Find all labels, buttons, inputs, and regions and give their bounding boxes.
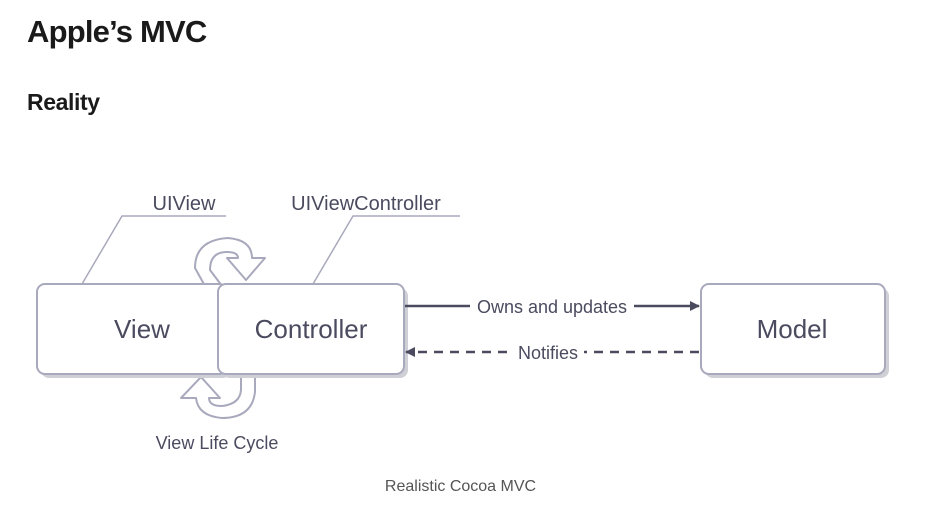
notifies-label: Notifies bbox=[518, 343, 578, 363]
notifies-edge: Notifies bbox=[405, 340, 699, 364]
life-cycle-top-arrow bbox=[194, 237, 266, 287]
controller-class-annotation: UIViewController bbox=[291, 193, 441, 215]
view-node: View bbox=[36, 283, 228, 375]
section-heading: Reality bbox=[27, 89, 100, 115]
view-class-annotation: UIView bbox=[153, 193, 217, 215]
owns-and-updates-edge: Owns and updates bbox=[405, 294, 700, 318]
controller-node-label: Controller bbox=[255, 314, 368, 344]
model-node: Model bbox=[700, 283, 886, 375]
life-cycle-bottom-arrow bbox=[180, 373, 256, 419]
model-node-label: Model bbox=[757, 314, 828, 344]
life-cycle-annotation: View Life Cycle bbox=[156, 433, 279, 453]
page-title: Apple’s MVC bbox=[27, 14, 207, 49]
controller-node: Controller bbox=[217, 283, 405, 375]
view-node-label: View bbox=[114, 314, 170, 344]
view-class-leader bbox=[81, 215, 226, 285]
owns-and-updates-label: Owns and updates bbox=[477, 297, 627, 317]
figure-caption: Realistic Cocoa MVC bbox=[384, 478, 537, 495]
controller-class-leader bbox=[312, 215, 460, 285]
